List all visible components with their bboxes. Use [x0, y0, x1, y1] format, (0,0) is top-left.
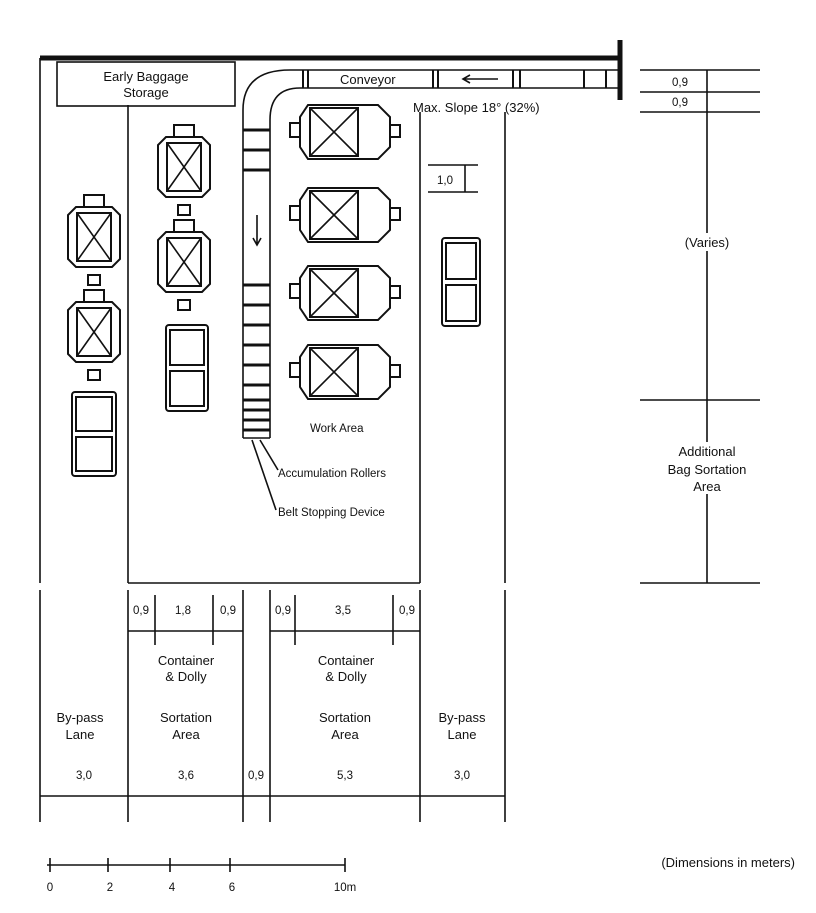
- dolly-bay: [445, 284, 477, 322]
- hitch: [83, 194, 105, 208]
- svg-text:1,0: 1,0: [437, 175, 453, 187]
- svg-text:6: 6: [229, 882, 235, 894]
- cross: [166, 142, 202, 192]
- svg-text:10m: 10m: [334, 882, 356, 894]
- svg-text:3,6: 3,6: [178, 770, 194, 782]
- hitch: [289, 283, 301, 299]
- hitch: [289, 362, 301, 378]
- hitch: [87, 274, 101, 286]
- dolly-bay: [169, 370, 205, 407]
- svg-text:Sortation: Sortation: [160, 710, 212, 725]
- svg-text:Conveyor: Conveyor: [340, 72, 396, 87]
- work-dimension: 1,0: [428, 164, 478, 193]
- svg-text:5,3: 5,3: [337, 770, 353, 782]
- max-slope-label: Max. Slope 18° (32%): [413, 100, 540, 115]
- containers: [67, 104, 481, 477]
- svg-text:Early Baggage: Early Baggage: [103, 69, 188, 84]
- svg-text:0,9: 0,9: [672, 97, 688, 109]
- hitch: [83, 289, 105, 303]
- svg-text:Lane: Lane: [66, 727, 95, 742]
- hitch: [177, 299, 191, 311]
- hitch: [289, 122, 301, 138]
- accumulation-rollers: [243, 128, 270, 432]
- svg-text:3,5: 3,5: [335, 605, 351, 617]
- svg-text:0,9: 0,9: [248, 770, 264, 782]
- scale-bar: 0 2 4 6 10m: [47, 858, 356, 894]
- walls: [39, 40, 623, 584]
- cross: [309, 347, 359, 397]
- svg-text:Area: Area: [693, 479, 721, 494]
- belt-stopping-label: Belt Stopping Device: [278, 507, 385, 519]
- svg-text:Storage: Storage: [123, 85, 169, 100]
- svg-text:0,9: 0,9: [133, 605, 149, 617]
- cross: [309, 268, 359, 318]
- svg-text:By-pass: By-pass: [439, 710, 486, 725]
- svg-text:3,0: 3,0: [76, 770, 92, 782]
- lane-dimensions: 0,9 1,8 0,9 0,9 3,5 0,9 Container & Doll…: [39, 590, 506, 822]
- early-baggage-storage: Early Baggage Storage: [56, 61, 236, 107]
- svg-text:0: 0: [47, 882, 53, 894]
- svg-text:(Varies): (Varies): [685, 235, 730, 250]
- cross: [309, 190, 359, 240]
- svg-text:Area: Area: [331, 727, 359, 742]
- hitch: [389, 207, 401, 221]
- hitch: [87, 369, 101, 381]
- svg-text:Area: Area: [172, 727, 200, 742]
- cross: [309, 107, 359, 157]
- accumulation-rollers-label: Accumulation Rollers: [278, 468, 386, 480]
- svg-text:Sortation: Sortation: [319, 710, 371, 725]
- dolly-bay: [75, 436, 113, 472]
- hitch: [389, 364, 401, 378]
- svg-text:Additional: Additional: [678, 444, 735, 459]
- hitch: [173, 124, 195, 138]
- svg-text:Lane: Lane: [448, 727, 477, 742]
- hitch: [289, 205, 301, 221]
- svg-text:& Dolly: & Dolly: [165, 669, 207, 684]
- dimensions-note: (Dimensions in meters): [661, 855, 795, 870]
- svg-text:Container: Container: [318, 653, 375, 668]
- hitch: [389, 124, 401, 138]
- hitch: [173, 219, 195, 233]
- svg-text:& Dolly: & Dolly: [325, 669, 367, 684]
- dolly-bay: [169, 329, 205, 366]
- conveyor: Conveyor: [242, 69, 620, 439]
- hitch: [389, 285, 401, 299]
- svg-text:4: 4: [169, 882, 176, 894]
- svg-text:0,9: 0,9: [275, 605, 291, 617]
- svg-text:By-pass: By-pass: [57, 710, 104, 725]
- svg-text:Bag Sortation: Bag Sortation: [668, 462, 747, 477]
- dolly-bay: [445, 242, 477, 280]
- svg-text:0,9: 0,9: [672, 77, 688, 89]
- cross: [76, 307, 112, 357]
- svg-text:0,9: 0,9: [220, 605, 236, 617]
- svg-text:1,8: 1,8: [175, 605, 191, 617]
- work-area-label: Work Area: [310, 423, 364, 435]
- svg-text:2: 2: [107, 882, 113, 894]
- hitch: [177, 204, 191, 216]
- right-dimension: 0,9 0,9 (Varies) Additional Bag Sortatio…: [640, 69, 760, 584]
- svg-text:0,9: 0,9: [399, 605, 415, 617]
- dolly-bay: [75, 396, 113, 432]
- svg-text:3,0: 3,0: [454, 770, 470, 782]
- cross: [76, 212, 112, 262]
- cross: [166, 237, 202, 287]
- svg-text:Container: Container: [158, 653, 215, 668]
